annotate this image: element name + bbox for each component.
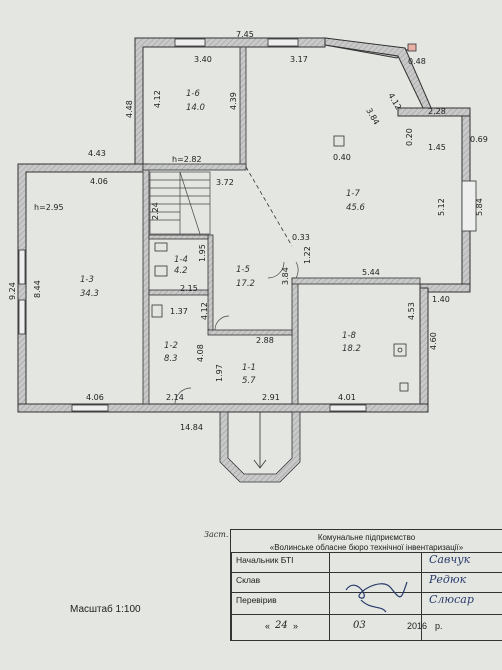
- windows: [18, 38, 477, 412]
- entrance-porch: [219, 411, 301, 483]
- room-1-7-id: 1-7: [346, 189, 360, 199]
- dim-r15-side: 4.12: [200, 302, 209, 320]
- vent-icon: [407, 43, 417, 52]
- role-compiled: Склав: [236, 575, 261, 585]
- dim-bay-diag: 3.84: [364, 107, 381, 127]
- dim-r11-side: 1.97: [215, 364, 224, 382]
- dim-r16-left: 4.12: [153, 90, 162, 108]
- dim-r13-bottom: 4.06: [86, 393, 104, 402]
- role-checked: Перевірив: [236, 595, 277, 605]
- dim-r14-side: 1.95: [198, 244, 207, 262]
- stamp-row-date: « 24 » 03 2016 р.: [231, 614, 502, 631]
- stair-height-label: h=2.82: [172, 155, 202, 164]
- meter-icon: [399, 382, 409, 392]
- dim-outer-right: 5.84: [475, 198, 484, 216]
- dim-outer-left-upper: 4.48: [125, 100, 134, 118]
- doors: [174, 261, 299, 405]
- scale-label: Масштаб 1:100: [70, 604, 141, 615]
- dim-r18-bottom: 4.01: [338, 393, 356, 402]
- date-close-quote: »: [293, 621, 299, 631]
- dim-wc: 1.37: [170, 307, 188, 316]
- room-1-6-area: 14.0: [186, 103, 205, 113]
- dim-r12-bottom: 2.14: [166, 393, 184, 402]
- deputy-label: Заст.: [204, 530, 229, 539]
- room-1-2-area: 8.3: [164, 354, 178, 364]
- room-1-8-id: 1-8: [342, 331, 356, 341]
- room-1-3-area: 34.3: [80, 289, 99, 299]
- dim-bay-right: 2.28: [428, 107, 446, 116]
- dim-r17-side: 1.22: [303, 246, 312, 264]
- dim-stair-w: 3.72: [216, 178, 234, 187]
- fixtures: [151, 43, 417, 392]
- room-1-6-id: 1-6: [186, 89, 200, 99]
- r13-height-label: h=2.95: [34, 203, 64, 212]
- dim-r15-side2: 3.84: [281, 267, 290, 285]
- dim-r18-side: 4.53: [407, 302, 416, 320]
- title-block: Комунальне підприємство «Волинське облас…: [230, 529, 502, 641]
- dim-r17-top: 3.17: [290, 55, 308, 64]
- dim-bay-small: 0.20: [405, 128, 414, 146]
- room-1-2-id: 1-2: [164, 341, 178, 351]
- dim-bay-corner: 1.45: [428, 143, 446, 152]
- org-name-line2: «Волинське обласне бюро технічної інвент…: [269, 543, 464, 552]
- dim-vent-b: 0.40: [333, 153, 351, 162]
- dim-r11-bottom: 2.91: [262, 393, 280, 402]
- room-1-8-area: 18.2: [342, 344, 361, 354]
- name-checked: Слюсар: [429, 593, 474, 606]
- dim-right-small: 0.69: [470, 135, 488, 144]
- date-day: 24: [275, 620, 288, 631]
- room-1-4-area: 4.2: [174, 266, 188, 276]
- dim-left-wing: 4.43: [88, 149, 106, 158]
- dim-right-side: 4.60: [429, 332, 438, 350]
- dim-outer-left-total: 9.24: [8, 282, 17, 300]
- dim-stair-v: 2.24: [151, 202, 160, 220]
- dimension-labels: 7.45 3.40 3.17 4.12 4.12 4.48 4.39 h=2.8…: [8, 30, 488, 432]
- stove-icon: [151, 304, 163, 318]
- dim-r13-top: 4.06: [90, 177, 108, 186]
- interior-walls: [142, 46, 421, 405]
- dim-r11-top: 2.88: [256, 336, 274, 345]
- dim-033: 0.33: [292, 233, 310, 242]
- room-1-1-id: 1-1: [242, 363, 256, 373]
- dim-r14-base: 2.15: [180, 284, 198, 293]
- dim-vent-a: 0.48: [408, 57, 426, 66]
- signature-scribble: [345, 581, 408, 613]
- room-1-3-id: 1-3: [80, 275, 94, 285]
- boiler-icon: [393, 343, 407, 357]
- room-1-5-area: 17.2: [236, 279, 255, 289]
- dim-r16-top: 3.40: [194, 55, 212, 64]
- dim-top-total: 7.45: [236, 30, 254, 39]
- dim-r17-bottom: 5.44: [362, 268, 380, 277]
- room-labels: 1-6 14.0 1-7 45.6 1-3 34.3 1-4 4.2 1-5 1…: [80, 89, 366, 386]
- room-1-4-id: 1-4: [174, 255, 188, 265]
- dim-right-bottom: 1.40: [432, 295, 450, 304]
- name-chief: Савчук: [429, 553, 471, 566]
- room-1-5-id: 1-5: [236, 265, 250, 275]
- dim-r13-side: 8.44: [33, 280, 42, 298]
- dim-r16-right: 4.39: [229, 92, 238, 110]
- stamp-row-compiled: Склав Редюк: [231, 572, 502, 586]
- column-icon: [333, 135, 345, 147]
- dashed-boundary-line: [245, 166, 293, 247]
- date-open-quote: «: [265, 621, 271, 631]
- dim-r17-right: 5.12: [437, 198, 446, 216]
- name-compiled: Редюк: [429, 573, 467, 586]
- org-name-line1: Комунальне підприємство: [317, 533, 416, 542]
- role-chief: Начальник БТІ: [236, 555, 294, 565]
- washbasin-icon: [154, 265, 168, 277]
- staircase: [149, 171, 211, 235]
- dim-r12-h: 4.08: [196, 344, 205, 362]
- dim-overall-bottom: 14.84: [180, 423, 203, 432]
- stamp-row-checked: Перевірив Слюсар: [231, 592, 502, 606]
- stamp-row-chief: Начальник БТІ Савчук: [231, 552, 502, 566]
- room-1-1-area: 5.7: [242, 376, 256, 386]
- date-year: 2016: [407, 621, 428, 631]
- toilet-icon: [154, 242, 168, 252]
- date-year-suffix: р.: [435, 621, 443, 631]
- room-1-7-area: 45.6: [346, 203, 366, 213]
- date-month: 03: [353, 620, 366, 631]
